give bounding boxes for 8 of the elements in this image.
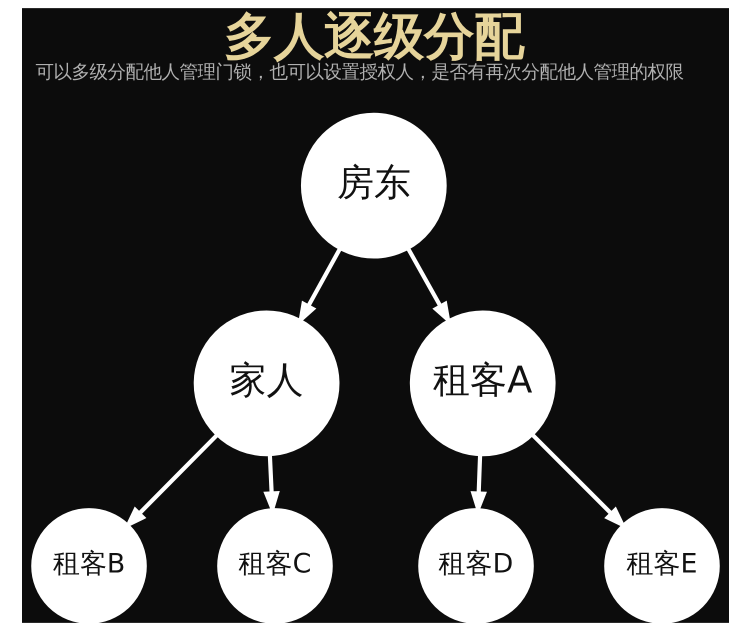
node-circle: 租客A: [409, 310, 556, 456]
node-circle: 租客B: [30, 508, 146, 623]
node-circle: 家人: [193, 310, 339, 456]
node-circle: 租客D: [418, 508, 534, 623]
arrow: [531, 434, 626, 529]
node-circle: 房东: [300, 112, 446, 259]
node-circle: 租客E: [604, 508, 720, 623]
node-circle: 租客C: [216, 508, 332, 623]
